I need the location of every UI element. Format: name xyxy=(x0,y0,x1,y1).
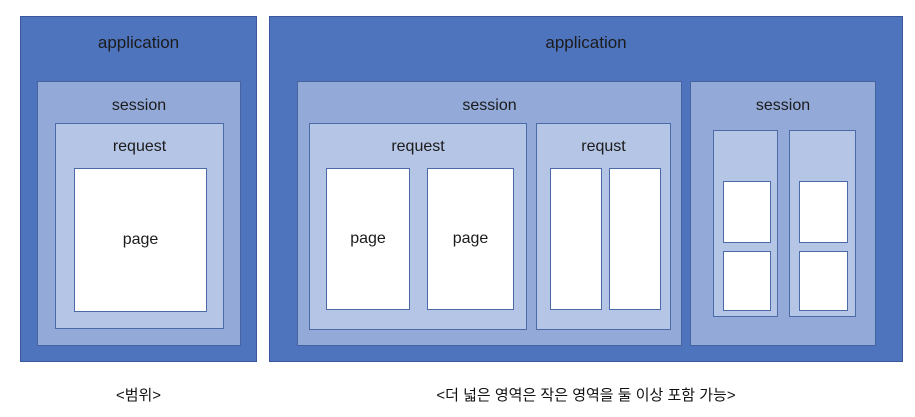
right-session-2-request-1-page-2 xyxy=(723,251,771,311)
right-session-2-box: session xyxy=(690,81,876,346)
right-session-2-request-1-page-1 xyxy=(723,181,771,243)
right-session-1-request-1-label: request xyxy=(391,138,445,155)
right-application-label: application xyxy=(545,33,627,52)
right-session-1-request-1-page-2-label: page xyxy=(452,230,489,247)
right-session-1-request-2-label: requst xyxy=(581,138,626,155)
right-session-2-request-2-page-2 xyxy=(799,251,848,311)
right-session-2-request-2-box xyxy=(789,130,856,317)
right-session-1-label: session xyxy=(462,97,517,114)
left-page-box: page xyxy=(74,168,207,312)
right-session-2-label: session xyxy=(755,97,811,114)
right-session-1-request-1-page-1-label: page xyxy=(350,230,386,247)
right-application-box: application session request page page re… xyxy=(269,16,903,362)
left-session-box: session request page xyxy=(37,81,241,346)
left-page-label: page xyxy=(122,231,159,248)
left-request-label: request xyxy=(112,138,167,155)
right-session-1-request-1-page-2: page xyxy=(427,168,514,310)
right-session-1-request-2-box: requst xyxy=(536,123,671,330)
right-session-1-request-2-page-1 xyxy=(550,168,602,310)
right-session-1-request-1-box: request page page xyxy=(309,123,527,330)
left-application-label: application xyxy=(97,33,180,52)
left-application-box: application session request page xyxy=(20,16,257,362)
right-session-1-request-2-page-2 xyxy=(609,168,661,310)
right-session-2-request-1-box xyxy=(713,130,778,317)
right-caption: <더 넓은 영역은 작은 영역을 둘 이상 포함 가능> xyxy=(436,387,736,404)
left-caption: <범위> xyxy=(115,387,162,404)
left-request-box: request page xyxy=(55,123,224,329)
left-session-label: session xyxy=(111,97,167,114)
right-session-2-request-2-page-1 xyxy=(799,181,848,243)
right-session-1-box: session request page page requst xyxy=(297,81,682,346)
right-session-1-request-1-page-1: page xyxy=(326,168,410,310)
